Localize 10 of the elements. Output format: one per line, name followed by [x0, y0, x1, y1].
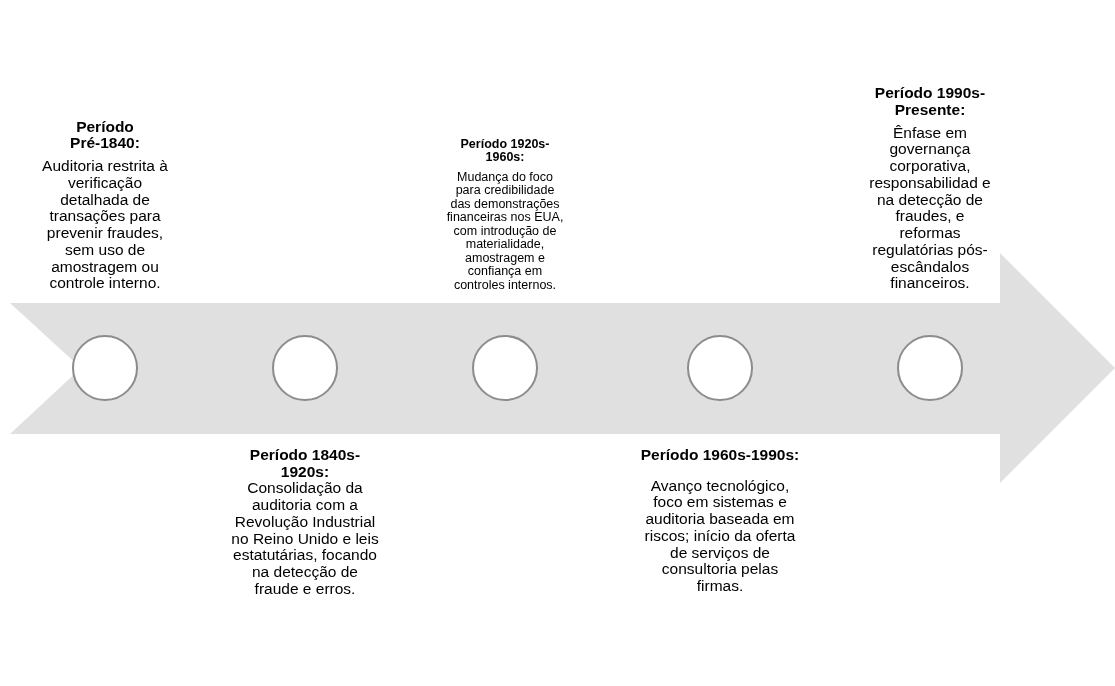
period-heading: Período 1960s-1990s: [639, 447, 801, 464]
period-description: Consolidação da auditoria com a Revolução Industrial no Reino Unido e leis estatutárias, focando na detecção de fraude e erros. [231, 480, 379, 598]
period-heading: Período Pré-1840: [69, 118, 141, 153]
period-description: Auditoria restrita à verificação detalhada de transações para prevenir fraudes, sem uso de amostragem ou controle interno. [41, 158, 169, 292]
period-description: Ênfase em governança corporativa, responsabilidad e na detecção de fraudes, e reformas regulatórias pós-escândalos financeiros. [868, 124, 992, 292]
period-description: Mudança do foco para credibilidade das demonstrações financeiras nos EUA, com introdução de materialidade, amostragem e confiança em controles internos. [445, 170, 565, 292]
period-heading: Período 1990s-Presente: [873, 85, 987, 119]
period-heading: Período 1840s-1920s: [248, 447, 362, 481]
period-heading: Período 1920s-1960s: [459, 137, 551, 165]
period-description: Avanço tecnológico, foco em sistemas e auditoria baseada em riscos; início da oferta de serviços de consultoria pelas firmas. [643, 477, 797, 595]
